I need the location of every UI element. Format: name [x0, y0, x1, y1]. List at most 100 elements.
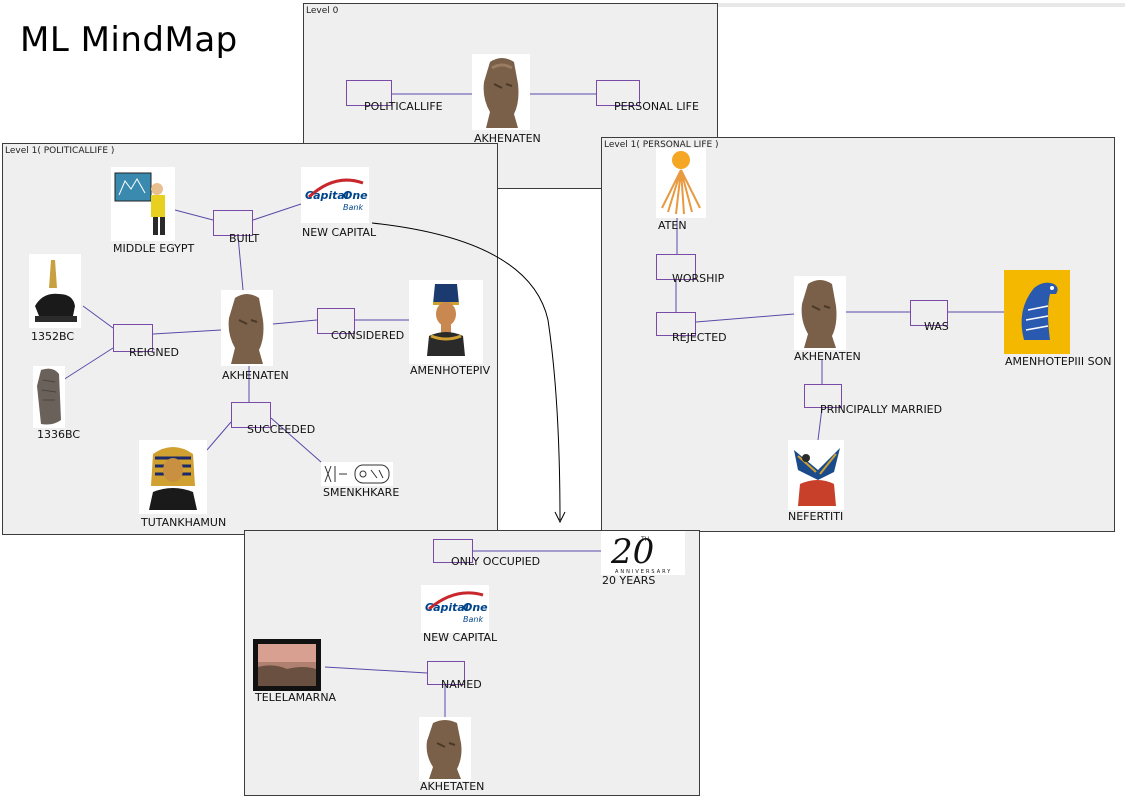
winged-goddess-icon — [788, 440, 844, 510]
node-box-succeeded[interactable] — [231, 402, 271, 428]
stone-tablet-icon — [33, 366, 65, 428]
node-label-aten: ATEN — [658, 219, 687, 232]
arrowhead-icon — [554, 511, 566, 524]
node-box-was[interactable] — [910, 300, 948, 326]
node-label-middle-egypt: MIDDLE EGYPT — [113, 242, 195, 255]
nefertiti-image[interactable] — [788, 440, 844, 510]
edge-layer — [675, 218, 1004, 441]
node-label-principally-married: PRINCIPALLY MARRIED — [820, 403, 943, 416]
node-label-nefertiti: NEFERTITI — [788, 510, 844, 523]
top-divider — [718, 3, 1125, 7]
node-box-considered[interactable] — [317, 308, 355, 334]
edge-layer — [392, 93, 596, 95]
tutankhamun-mask-icon — [139, 440, 207, 514]
middle-egypt-image[interactable] — [111, 167, 175, 241]
edge — [174, 209, 214, 221]
node-box-personal-life[interactable] — [596, 80, 640, 106]
akhenaten-head-image[interactable] — [221, 290, 273, 366]
year-1352bc-image[interactable] — [29, 254, 81, 328]
smenkhkare-cartouche-image[interactable] — [321, 462, 393, 486]
anniversary-word: ANNIVERSARY — [615, 569, 672, 575]
app-title: ML MindMap — [20, 20, 238, 60]
logo-brand-one: One — [343, 189, 368, 202]
statue-head-icon — [221, 290, 273, 366]
node-label-reigned: REIGNED — [129, 346, 180, 359]
node-label-1352bc: 1352BC — [31, 330, 75, 343]
edge-layer — [324, 550, 601, 717]
statue-head-icon — [472, 54, 530, 130]
node-label-twenty-years: 20 YEARS — [602, 574, 656, 587]
node-label-rejected: REJECTED — [672, 331, 727, 344]
node-label-1336bc: 1336BC — [37, 428, 81, 441]
node-label-worship: WORSHIP — [672, 272, 725, 285]
node-label-akhenaten: AKHENATEN — [222, 369, 289, 382]
node-label-amenhotep-iv: AMENHOTEPIV — [410, 364, 491, 377]
node-box-political-life[interactable] — [346, 80, 392, 106]
amenhotep-iv-image[interactable] — [409, 280, 483, 364]
node-label-tutankhamun: TUTANKHAMUN — [141, 516, 227, 529]
node-label-smenkhkare: SMENKHKARE — [323, 486, 400, 499]
node-label-akhenaten: AKHENATEN — [794, 350, 861, 363]
akhetaten-head-image[interactable] — [419, 717, 471, 781]
node-label-built: BUILT — [229, 232, 260, 245]
edge — [270, 417, 322, 463]
panel-level-1-political-life[interactable]: Level 1( POLITICALLIFE ) MIDDLE EGYPT BU… — [2, 143, 498, 535]
node-label-personal-life: PERSONAL LIFE — [614, 100, 699, 113]
node-box-rejected[interactable] — [656, 312, 696, 336]
node-label-new-capital: NEW CAPITAL — [302, 226, 377, 239]
logo-brand-one: One — [463, 601, 488, 614]
hieroglyph-cartouche-icon — [321, 462, 393, 486]
telelamarna-photo[interactable] — [253, 639, 321, 691]
edge — [695, 313, 795, 323]
node-label-political-life: POLITICALLIFE — [364, 100, 443, 113]
panel-level-1-personal-life[interactable]: Level 1( PERSONAL LIFE ) ATEN WORSHIP RE… — [601, 137, 1115, 532]
node-label-new-capital: NEW CAPITAL — [423, 631, 498, 644]
node-label-telelamarna: TELELAMARNA — [255, 691, 337, 704]
node-box-built[interactable] — [213, 210, 253, 236]
sun-disk-icon — [656, 148, 706, 218]
logo-brand-sub: Bank — [343, 203, 363, 212]
edge — [272, 319, 318, 325]
edge — [324, 666, 428, 674]
node-label-amenhotep-iii-son: AMENHOTEPIII SON — [1005, 355, 1112, 368]
edge — [252, 203, 302, 221]
panther-statue-icon — [29, 254, 81, 328]
node-label-akhetaten: AKHETATEN — [420, 780, 485, 793]
node-label-only-occupied: ONLY OCCUPIED — [451, 555, 541, 568]
statue-head-icon — [794, 276, 846, 350]
year-1336bc-image[interactable] — [33, 366, 65, 428]
vulture-hieroglyph-icon — [1004, 270, 1070, 354]
node-box-worship[interactable] — [656, 254, 696, 280]
edge — [817, 407, 823, 441]
logo-brand-top: Capital — [305, 189, 349, 202]
edge — [152, 329, 222, 335]
logo-brand-top: Capital — [425, 601, 469, 614]
node-box-only-occupied[interactable] — [433, 539, 473, 563]
aten-sun-image[interactable] — [656, 148, 706, 218]
node-label-named: NAMED — [441, 678, 482, 691]
node-box-named[interactable] — [427, 661, 465, 685]
amenhotep-iii-son-image[interactable] — [1004, 270, 1070, 354]
tutankhamun-image[interactable] — [139, 440, 207, 514]
node-box-principally-married[interactable] — [804, 384, 842, 408]
anniversary-suffix: TH — [640, 536, 649, 543]
logo-brand-sub: Bank — [463, 615, 483, 624]
node-label-was: WAS — [924, 320, 949, 333]
akhenaten-head-image[interactable] — [472, 54, 530, 130]
node-label-akhenaten: AKHENATEN — [474, 132, 541, 145]
node-box-reigned[interactable] — [113, 324, 153, 352]
edge — [62, 347, 114, 381]
akhenaten-head-image[interactable] — [794, 276, 846, 350]
edge — [82, 305, 114, 329]
panel-label: Level 1( PERSONAL LIFE ) — [604, 140, 719, 150]
panel-label: Level 0 — [306, 6, 339, 16]
node-label-succeeded: SUCCEEDED — [247, 423, 316, 436]
explorer-map-icon — [111, 167, 175, 241]
